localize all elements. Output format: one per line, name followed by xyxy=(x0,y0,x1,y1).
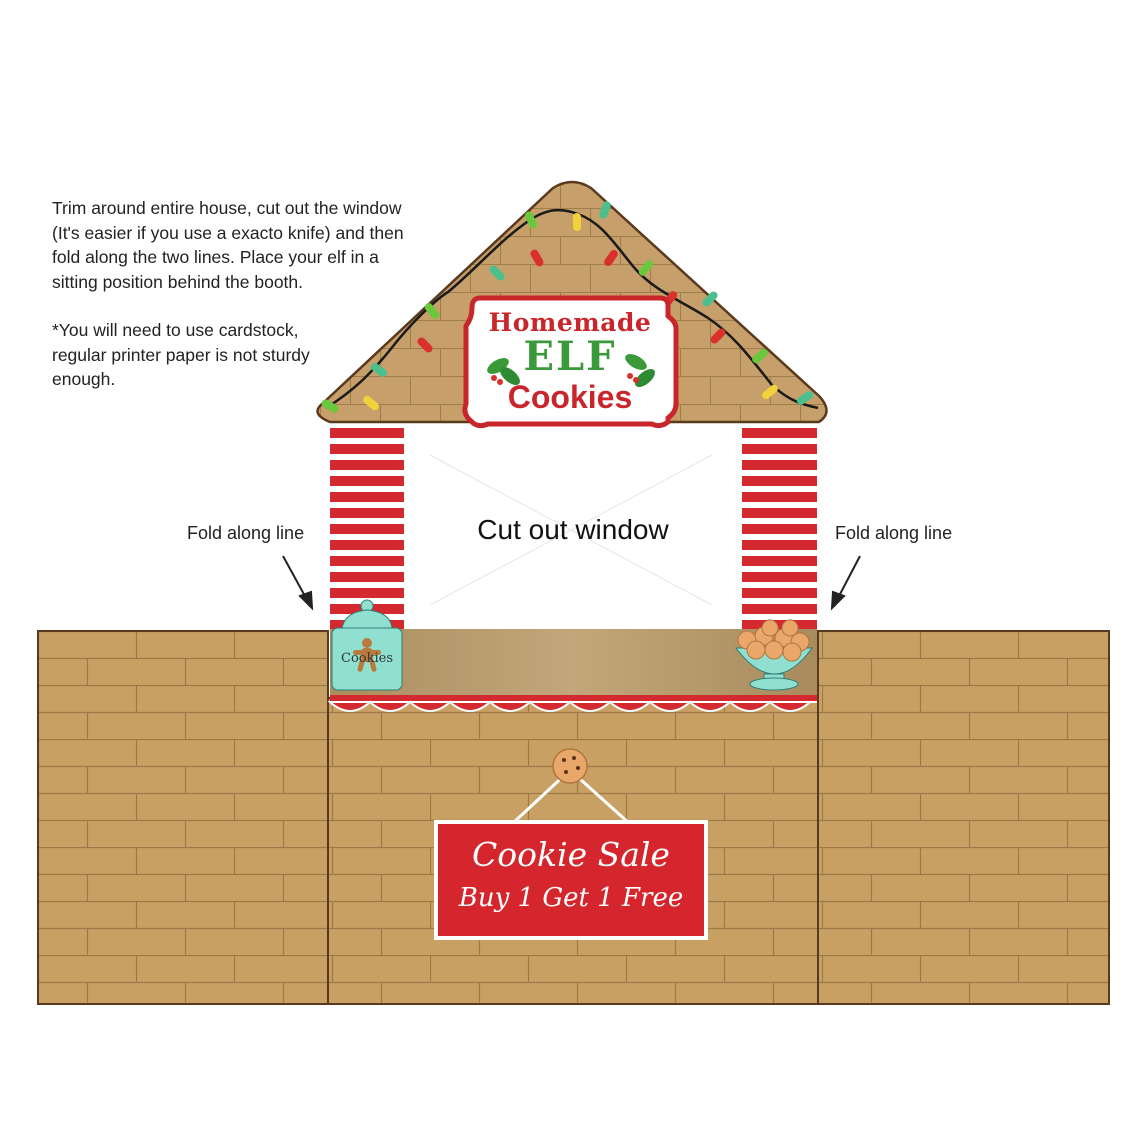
left-wall-panel xyxy=(37,630,329,1005)
bulb-icon xyxy=(762,384,778,400)
sale-sign-line-1: Cookie Sale xyxy=(472,835,670,874)
fold-label-left: Fold along line xyxy=(187,523,305,543)
sale-sign-board xyxy=(434,820,708,940)
bulb-icon xyxy=(604,249,618,267)
instructions-paragraph-2: *You will need to use cardstock, regular… xyxy=(52,320,310,389)
bulb-icon xyxy=(417,337,433,353)
sale-sign: Cookie Sale Buy 1 Get 1 Free xyxy=(437,823,705,939)
roof-sign: Homemade ELF Cookies xyxy=(465,295,675,425)
bulb-icon xyxy=(752,348,768,364)
bulb-icon xyxy=(489,265,505,281)
fold-label-right: Fold along line xyxy=(835,523,953,543)
bulb-icon xyxy=(710,328,726,344)
cookie-jar-label: Cookies xyxy=(341,651,393,666)
christmas-lights xyxy=(321,201,814,413)
instructions-text: Trim around entire house, cut out the wi… xyxy=(52,196,472,392)
fold-arrow-left-icon xyxy=(282,555,314,611)
sale-sign-hanger xyxy=(510,748,632,826)
holly-icon xyxy=(487,358,520,385)
bulb-icon xyxy=(530,249,544,267)
gingerbread-man-icon xyxy=(353,638,381,672)
fold-arrow-right-icon xyxy=(830,555,861,611)
window-cut-guides xyxy=(429,454,713,606)
cookie-icon xyxy=(552,748,588,784)
bulb-icon xyxy=(599,201,611,219)
bulb-icon xyxy=(424,303,440,319)
instructions-paragraph-1: Trim around entire house, cut out the wi… xyxy=(52,198,404,292)
left-striped-pillar xyxy=(330,428,404,633)
bulb-icon xyxy=(796,391,814,405)
right-striped-pillar xyxy=(742,428,817,633)
bulb-icon xyxy=(638,260,654,276)
right-wall-panel xyxy=(817,630,1110,1005)
cookie-bowl xyxy=(734,619,813,691)
window-label: Cut out window xyxy=(477,514,669,545)
bulb-icon xyxy=(363,395,379,411)
roof-sign-line-3: Cookies xyxy=(507,379,633,415)
cookie-jar xyxy=(331,599,403,691)
roof-sign-line-2: ELF xyxy=(523,333,617,380)
bulb-icon xyxy=(321,399,339,413)
holly-icon xyxy=(625,354,655,387)
counter-scallop-trim xyxy=(327,695,817,712)
counter-shelf xyxy=(330,629,817,697)
bulb-icon xyxy=(524,211,538,229)
roof-sign-plaque xyxy=(462,295,679,429)
roof-sign-line-1: Homemade xyxy=(488,308,652,337)
bulb-icon xyxy=(370,363,388,377)
sale-sign-line-2: Buy 1 Get 1 Free xyxy=(458,883,684,913)
bulb-icon xyxy=(573,213,581,231)
bulb-icon xyxy=(702,291,718,307)
cookie-pile-icon xyxy=(737,619,810,662)
